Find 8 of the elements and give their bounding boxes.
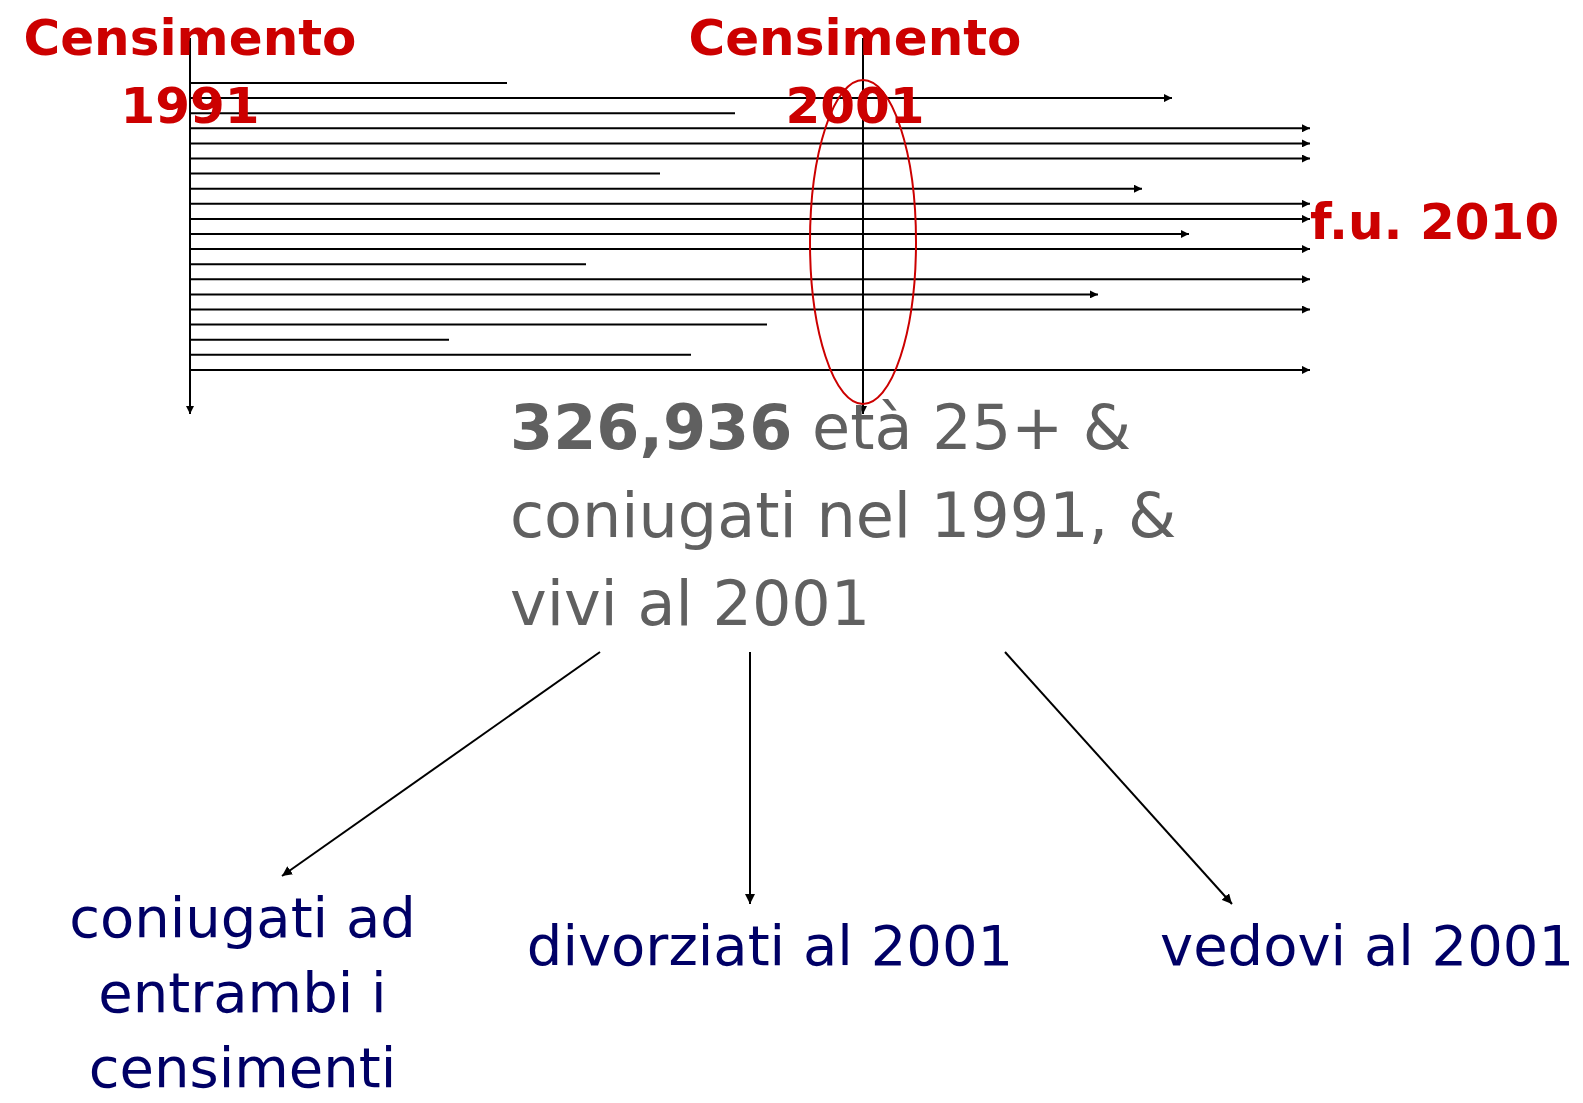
annotation-label: f.u. 2010 xyxy=(1310,192,1561,253)
arrow xyxy=(281,651,601,877)
outcome-text: coniugati ad entrambi i censimenti xyxy=(40,880,445,1103)
outcome-text: vedovi al 2001 xyxy=(1160,908,1580,983)
arrow xyxy=(745,651,755,905)
arrow xyxy=(1004,651,1233,905)
outcome-text: divorziati al 2001 xyxy=(520,908,1020,983)
summary-text: 326,936 età 25+ & coniugati nel 1991, & vivi al 2001 xyxy=(510,384,1210,648)
